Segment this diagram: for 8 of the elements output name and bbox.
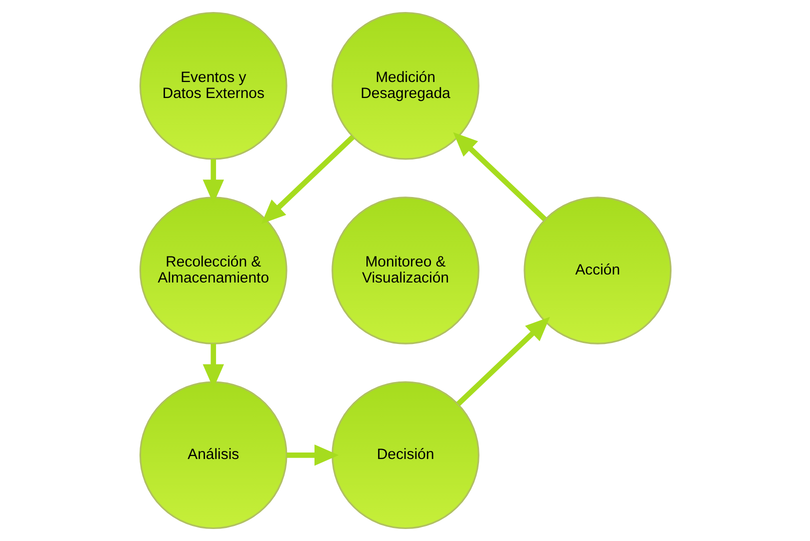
node-circle: Análisis [138,381,287,530]
arrow [260,134,354,224]
node-circle: Monitoreo & Visualización [331,196,479,344]
arrow [452,132,546,222]
arrow [456,316,550,406]
node-circle: Eventos y Datos Externos [138,12,287,160]
arrow [286,444,338,466]
node-circle: Decisión [331,381,479,530]
